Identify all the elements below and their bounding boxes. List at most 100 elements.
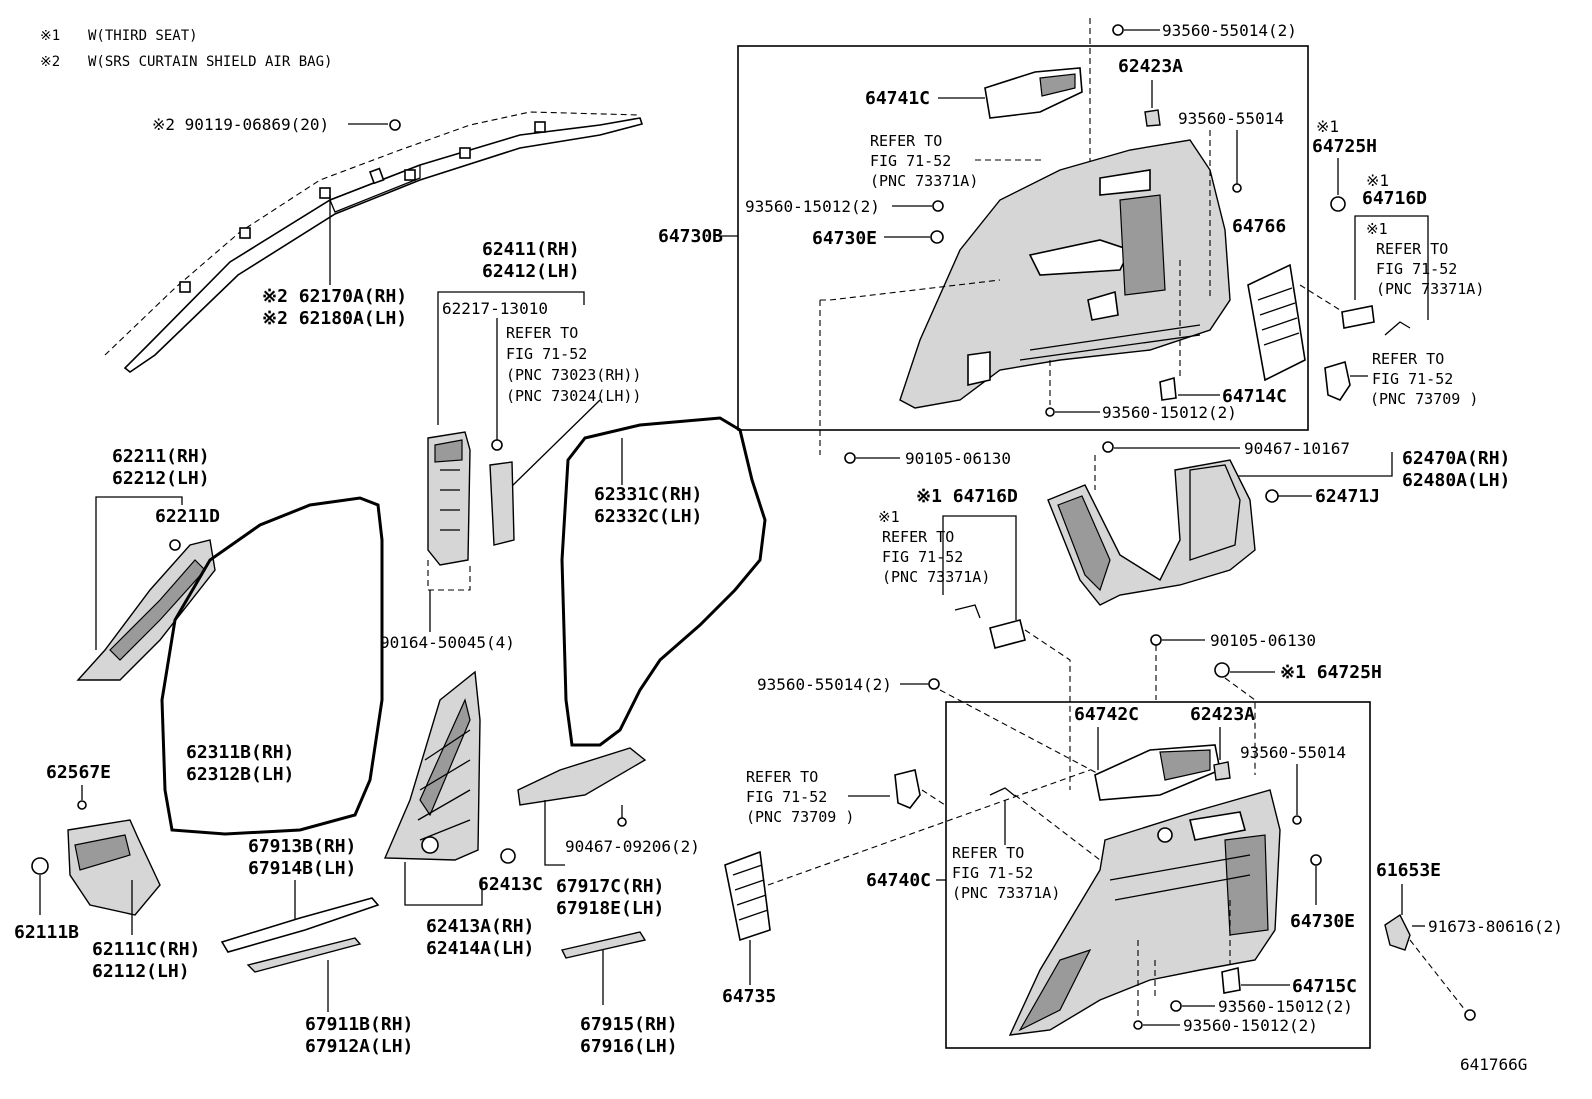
label-62331c: 62331C(RH) — [594, 484, 702, 505]
label-62217-13010: 62217-13010 — [442, 299, 548, 318]
clip-64725h-top-icon — [1330, 196, 1346, 212]
rear-door-weatherstrip — [560, 416, 767, 747]
label-90467-10167: 90467-10167 — [1244, 439, 1350, 458]
ref-b-line1: REFER TO — [1376, 240, 1448, 258]
label-62111c: 62111C(RH) — [92, 939, 200, 960]
label-67911b: 67911B(RH) — [305, 1014, 413, 1035]
rear-quarter-trim-upper-part — [899, 139, 1231, 409]
back-door-opening-trim-part — [1047, 459, 1256, 606]
label-62470a: 62470A(RH) — [1402, 448, 1510, 469]
label-62414a: 62414A(LH) — [426, 938, 534, 959]
label-67914b: 67914B(LH) — [248, 858, 356, 879]
ref-d-line3: (PNC 73371A) — [882, 568, 990, 586]
roof-side-garnish-part — [104, 111, 644, 373]
clip-93560-55014-top2-icon — [1232, 183, 1242, 193]
ref-d-mark: ※1 — [878, 508, 900, 526]
label-90164-50045: 90164-50045(4) — [380, 633, 515, 652]
front-scuff-plate-outer — [246, 937, 362, 973]
connector-73371a-bot-icon — [989, 787, 1016, 797]
label-62412: 62412(LH) — [482, 261, 580, 282]
clip-62423a-top-icon — [1144, 109, 1161, 127]
ref-b-line3: (PNC 73371A) — [1376, 280, 1484, 298]
label-62312b: 62312B(LH) — [186, 764, 294, 785]
ref-73023-line3: (PNC 73023(RH)) — [506, 366, 641, 384]
rear-quarter-trim-lower-part — [1008, 789, 1281, 1036]
label-62413a: 62413A(RH) — [426, 916, 534, 937]
switch-64716d-mid-icon — [989, 619, 1026, 649]
label-64716d-mid: ※1 64716D — [916, 486, 1018, 507]
figure-id: 641766G — [1460, 1055, 1527, 1074]
label-93560-15012-2-c: 93560-15012(2) — [1218, 997, 1353, 1016]
front-scuff-plate-inner — [220, 897, 380, 953]
ref-c-line2: FIG 71-52 — [1372, 370, 1453, 388]
switch-64716d-top-icon — [1341, 305, 1375, 329]
label-67917c: 67917C(RH) — [556, 876, 664, 897]
lamp-73709-bot-icon — [894, 769, 921, 809]
rear-scuff-plate-outer — [560, 931, 647, 959]
label-62211: 62211(RH) — [112, 446, 210, 467]
assembly-box-lower — [945, 701, 1371, 1049]
label-64714c: 64714C — [1222, 386, 1287, 407]
ref-73023-line2: FIG 71-52 — [506, 345, 587, 363]
clip-90467-10167-icon — [1102, 441, 1114, 453]
clip-62471j-icon — [1265, 489, 1279, 503]
label-67916: 67916(LH) — [580, 1036, 678, 1057]
label-62311b: 62311B(RH) — [186, 742, 294, 763]
clip-90105-06130-a-icon — [844, 452, 856, 464]
label-64725h-mid: ※1 64725H — [1280, 662, 1382, 683]
label-62423a-bot: 62423A — [1190, 704, 1255, 725]
notes-legend: ※1 W(THIRD SEAT) ※2 W(SRS CURTAIN SHIELD… — [40, 28, 332, 70]
note-2-text: W(SRS CURTAIN SHIELD AIR BAG) — [88, 54, 332, 70]
label-90105-06130-a: 90105-06130 — [905, 449, 1011, 468]
label-62112: 62112(LH) — [92, 961, 190, 982]
note-1-mark: ※1 — [40, 28, 60, 44]
label-62411: 62411(RH) — [482, 239, 580, 260]
label-62332c: 62332C(LH) — [594, 506, 702, 527]
label-62567e: 62567E — [46, 762, 111, 783]
clip-90119-icon — [389, 119, 401, 131]
ref-b-line2: FIG 71-52 — [1376, 260, 1457, 278]
label-62413c: 62413C — [478, 874, 543, 895]
label-64730b: 64730B — [658, 226, 723, 247]
label-90467-09206: 90467-09206(2) — [565, 837, 700, 856]
clip-62423a-bot-icon — [1213, 761, 1231, 781]
assembly-box-upper — [737, 45, 1309, 431]
clip-62413c-icon — [500, 848, 516, 864]
clip-64730e-top-icon — [930, 230, 944, 244]
label-64766: 64766 — [1232, 216, 1286, 237]
ref-b-mark: ※1 — [1366, 220, 1388, 238]
label-64730e-bot: 64730E — [1290, 911, 1355, 932]
ref-a-line2: FIG 71-52 — [870, 152, 951, 170]
label-62423a-top: 62423A — [1118, 56, 1183, 77]
clip-93560-15012-c-icon — [1170, 1000, 1182, 1012]
clip-93560-15012-a-icon — [932, 200, 944, 212]
label-93560-55014-2-mid: 93560-55014(2) — [757, 675, 892, 694]
label-64716d-top: 64716D — [1362, 188, 1427, 209]
rear-scuff-plate-inner — [517, 747, 647, 806]
ref-c-line3: (PNC 73709 ) — [1370, 390, 1478, 408]
clip-64715c-icon — [1221, 966, 1241, 994]
clip-93560-55014-bot-icon — [1292, 815, 1302, 825]
label-67918e: 67918E(LH) — [556, 898, 664, 919]
center-pillar-lower-part — [383, 670, 481, 861]
label-90105-06130-b: 90105-06130 — [1210, 631, 1316, 650]
label-93560-15012-2-d: 93560-15012(2) — [1183, 1016, 1318, 1035]
label-62471j: 62471J — [1315, 486, 1380, 507]
note-1-text: W(THIRD SEAT) — [88, 28, 198, 44]
ref-f-line3: (PNC 73371A) — [952, 884, 1060, 902]
center-pillar-upper-part — [427, 431, 515, 566]
label-64725h-top: 64725H — [1312, 136, 1377, 157]
label-62211d: 62211D — [155, 506, 220, 527]
label-91673-80616: 91673-80616(2) — [1428, 917, 1563, 936]
clip-93560-15012-b-icon — [1045, 407, 1055, 417]
label-64730e-top: 64730E — [812, 228, 877, 249]
label-93560-55014-bot: 93560-55014 — [1240, 743, 1346, 762]
label-64742c: 64742C — [1074, 704, 1139, 725]
ref-d-line1: REFER TO — [882, 528, 954, 546]
label-93560-55014-top: 93560-55014 — [1178, 109, 1284, 128]
ref-a-line1: REFER TO — [870, 132, 942, 150]
label-93560-15012-2-b: 93560-15012(2) — [1102, 403, 1237, 422]
ref-f-line1: REFER TO — [952, 844, 1024, 862]
ref-d-line2: FIG 71-52 — [882, 548, 963, 566]
clip-62567e-icon — [77, 800, 87, 810]
